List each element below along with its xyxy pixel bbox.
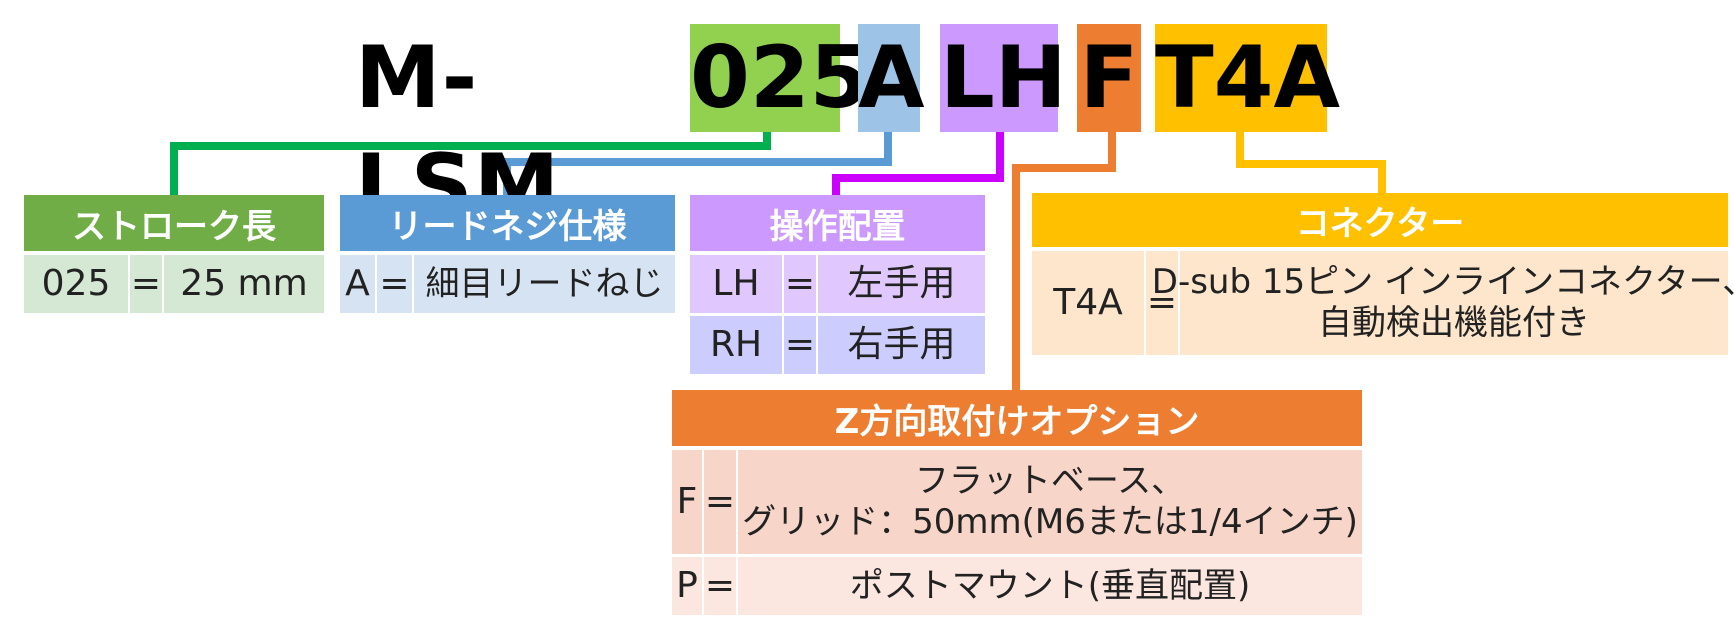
mount-row-p-code: P xyxy=(672,557,702,615)
segment-mount-code: F xyxy=(1077,24,1141,132)
mount-row-f-eq: = xyxy=(704,450,736,554)
line-stroke xyxy=(170,132,771,195)
connector-row-eq: = xyxy=(1146,251,1178,355)
lead-row-desc: 細目リードねじ xyxy=(414,255,675,313)
model-prefix: M-LSM xyxy=(355,28,561,236)
handle-row-rh-code: RH xyxy=(690,316,782,374)
handle-header: 操作配置 xyxy=(690,195,985,251)
stroke-row-code: 025 xyxy=(24,255,128,313)
connector-header: コネクター xyxy=(1032,193,1728,247)
lead-row-code: A xyxy=(340,255,375,313)
connector-row-desc: D-sub 15ピン インラインコネクター、 自動検出機能付き xyxy=(1152,251,1734,355)
line-handle xyxy=(832,132,1004,195)
handle-row-lh-desc: 左手用 xyxy=(818,255,985,313)
lead-row-eq: = xyxy=(377,255,412,313)
stroke-row-desc: 25 mm xyxy=(164,255,324,313)
segment-handle-code: LH xyxy=(940,24,1067,132)
mount-row-p-eq: = xyxy=(704,557,736,615)
mount-row-f-code: F xyxy=(672,450,702,554)
mount-row-f-desc: フラットベース、 グリッド：50mm(M6または1/4インチ) xyxy=(738,450,1362,554)
lead-header: リードネジ仕様 xyxy=(340,195,675,251)
handle-row-rh-eq: = xyxy=(784,316,816,374)
line-connector xyxy=(1236,132,1386,193)
segment-connector-code: T4A xyxy=(1155,24,1340,132)
connector-row-code: T4A xyxy=(1032,251,1144,355)
segment-stroke-code: 025 xyxy=(690,24,870,132)
stroke-row-eq: = xyxy=(130,255,162,313)
connector-desc-line2: 自動検出機能付き xyxy=(1318,303,1590,343)
mount-row-p-desc: ポストマウント(垂直配置) xyxy=(738,557,1362,615)
handle-row-lh-code: LH xyxy=(690,255,782,313)
mount-f-desc-line2: グリッド：50mm(M6または1/4インチ) xyxy=(742,502,1358,542)
segment-lead-code: A xyxy=(858,24,925,132)
mount-f-desc-line1: フラットベース、 xyxy=(914,461,1186,502)
line-mount xyxy=(1012,132,1116,390)
stroke-header: ストローク長 xyxy=(24,195,324,251)
handle-row-lh-eq: = xyxy=(784,255,816,313)
mount-header: Z方向取付けオプション xyxy=(672,390,1362,446)
line-lead xyxy=(503,132,892,195)
handle-row-rh-desc: 右手用 xyxy=(818,316,985,374)
connector-desc-line1: D-sub 15ピン インラインコネクター、 xyxy=(1151,262,1734,303)
